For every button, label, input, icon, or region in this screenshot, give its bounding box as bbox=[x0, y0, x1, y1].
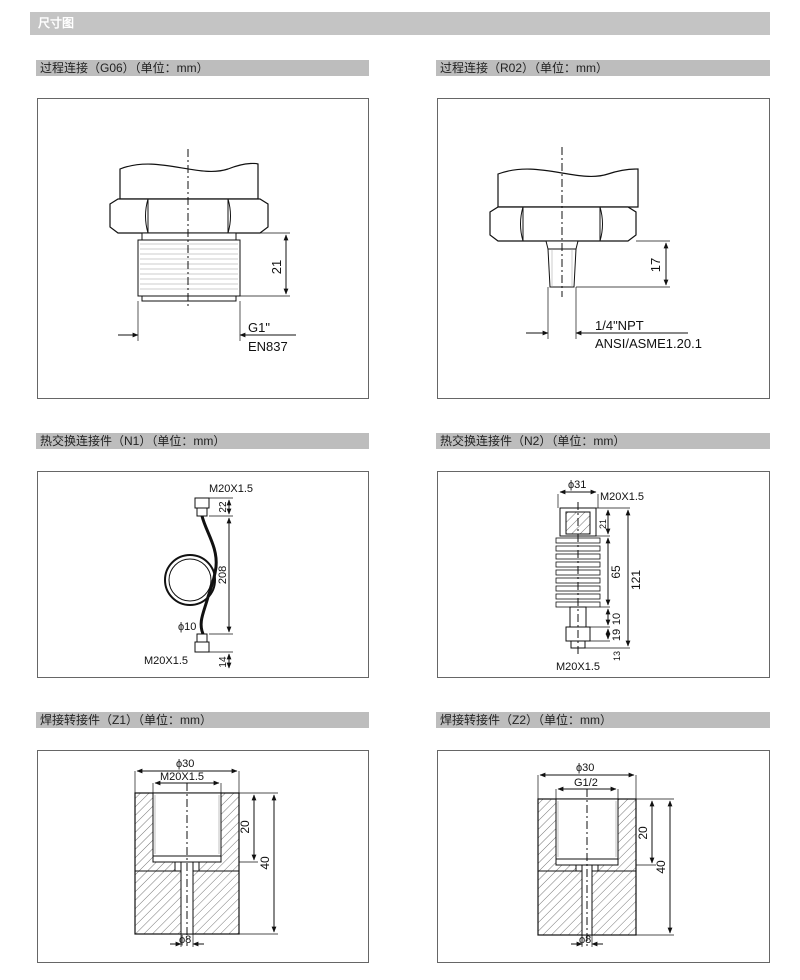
drawing-panel-n1: M20X1.5 22 208 ϕ10 M20X1.5 14 bbox=[37, 471, 369, 678]
drawing-panel-z2: ϕ30 G1/2 20 40 ϕ8 bbox=[437, 750, 770, 963]
section-title-n2: 热交换连接件（N2）（单位：mm） bbox=[436, 433, 770, 449]
n2-base-label: 19 bbox=[611, 629, 623, 641]
z2-bore-label: ϕ8 bbox=[579, 934, 591, 946]
z1-outer-diameter-label: ϕ30 bbox=[176, 758, 194, 770]
drawing-panel-z1: ϕ30 M20X1.5 20 40 ϕ8 bbox=[37, 750, 369, 963]
n1-diameter-label: ϕ10 bbox=[178, 621, 196, 633]
drawing-z2: ϕ30 G1/2 20 40 ϕ8 bbox=[537, 762, 674, 947]
n2-neck-label: 10 bbox=[611, 613, 623, 625]
g06-thread-label: G1" bbox=[248, 320, 270, 335]
section-title-g06: 过程连接（G06）（单位：mm） bbox=[36, 60, 369, 76]
n2-total-length-label: 121 bbox=[629, 570, 643, 590]
n1-bottom-height-label: 14 bbox=[218, 656, 229, 668]
drawing-n2: ϕ31 M20X1.5 21 65 121 10 19 13 M20X1.5 bbox=[555, 479, 644, 673]
g06-standard-label: EN837 bbox=[248, 339, 288, 354]
n1-bottom-thread-label: M20X1.5 bbox=[144, 655, 188, 667]
drawing-g06: 21 G1" EN837 bbox=[109, 149, 296, 354]
section-title-r02: 过程连接（R02）（单位：mm） bbox=[436, 60, 770, 76]
n1-length-label: 208 bbox=[217, 566, 229, 584]
drawing-z1: ϕ30 M20X1.5 20 40 ϕ8 bbox=[134, 758, 278, 947]
drawing-r02: 17 1/4"NPT ANSI/ASME1.20.1 bbox=[489, 147, 702, 351]
n1-top-thread-label: M20X1.5 bbox=[209, 483, 253, 495]
section-title-n1: 热交换连接件（N1）（单位：mm） bbox=[36, 433, 369, 449]
z2-thread-label: G1/2 bbox=[574, 777, 598, 789]
z1-depth-label: 20 bbox=[238, 820, 252, 834]
drawing-panel-r02: 17 1/4"NPT ANSI/ASME1.20.1 bbox=[437, 98, 770, 399]
r02-height-label: 17 bbox=[648, 258, 663, 272]
n2-diameter-label: ϕ31 bbox=[568, 479, 586, 491]
drawing-n1: M20X1.5 22 208 ϕ10 M20X1.5 14 bbox=[144, 483, 253, 669]
drawing-panel-n2: ϕ31 M20X1.5 21 65 121 10 19 13 M20X1.5 bbox=[437, 471, 770, 678]
z1-thread-label: M20X1.5 bbox=[160, 771, 204, 783]
n2-top-thread-label: M20X1.5 bbox=[600, 491, 644, 503]
n2-bottom-thread-label: M20X1.5 bbox=[556, 661, 600, 673]
n2-bottom-label: 13 bbox=[612, 651, 622, 661]
z2-outer-diameter-label: ϕ30 bbox=[576, 762, 594, 774]
n2-top-height-label: 21 bbox=[598, 519, 608, 529]
z1-bore-label: ϕ8 bbox=[179, 934, 191, 946]
z2-depth-label: 20 bbox=[636, 826, 650, 840]
g06-height-label: 21 bbox=[269, 260, 284, 274]
z1-height-label: 40 bbox=[258, 856, 272, 870]
r02-thread-label: 1/4"NPT bbox=[595, 318, 644, 333]
section-title-z1: 焊接转接件（Z1）（单位：mm） bbox=[36, 712, 369, 728]
n1-top-height-label: 22 bbox=[218, 501, 229, 513]
page-title: 尺寸图 bbox=[30, 12, 770, 35]
drawing-panel-g06: 21 G1" EN837 bbox=[37, 98, 369, 399]
z2-height-label: 40 bbox=[654, 860, 668, 874]
r02-standard-label: ANSI/ASME1.20.1 bbox=[595, 336, 702, 351]
n2-fin-length-label: 65 bbox=[609, 565, 623, 579]
section-title-z2: 焊接转接件（Z2）（单位：mm） bbox=[436, 712, 770, 728]
